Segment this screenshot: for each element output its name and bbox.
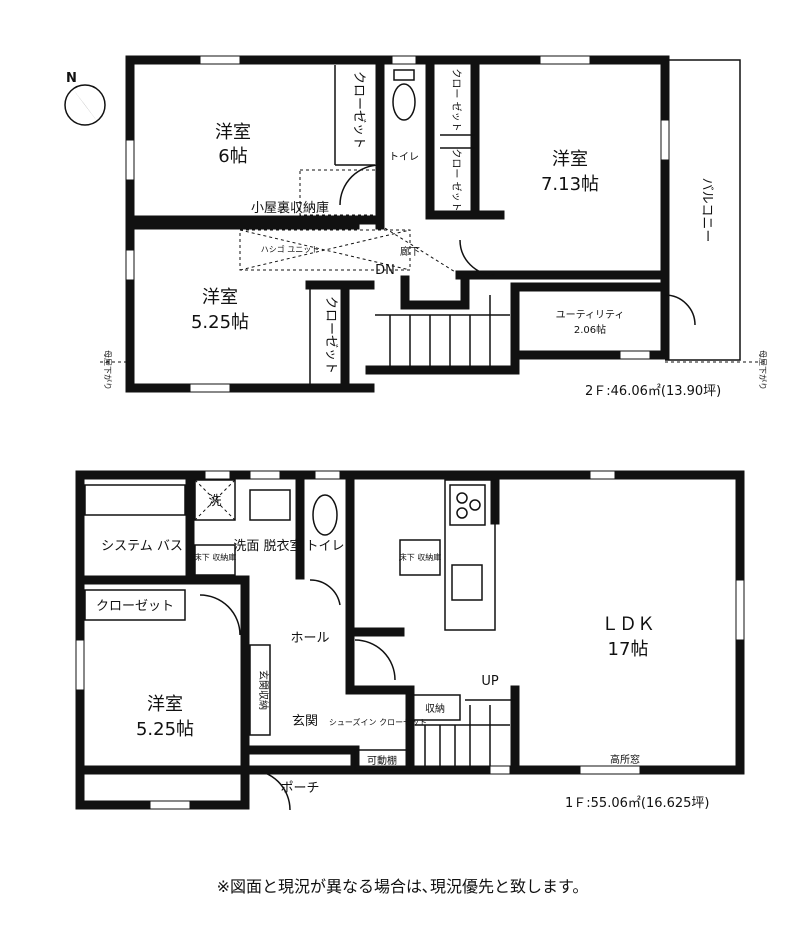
floor2-walls (100, 55, 760, 393)
toilet-label: トイレ (305, 539, 344, 554)
bedroom-name: 洋室 (147, 694, 183, 715)
room6-name: 洋室 (215, 122, 251, 143)
closet-a-label: クロー ゼット (450, 68, 462, 131)
ladder-label: ハシゴ ユニット (261, 244, 320, 254)
floor2-labels: 洋室 6帖 洋室 7.13帖 洋室 5.25帖 クローゼット クローゼット クロ… (103, 68, 768, 390)
closet-label: クローゼット (351, 71, 366, 149)
hall-label: ホール (290, 631, 329, 646)
bedroom-size: 5.25帖 (136, 719, 194, 740)
up-label: UP (481, 674, 499, 689)
entrance-storage-label: 玄関収納 (257, 670, 270, 710)
room525-name: 洋室 (202, 287, 238, 308)
underfloor-label-2: 床下 収納庫 (399, 552, 442, 562)
compass-label: N (66, 71, 77, 86)
floor1-area: 1Ｆ:55.06㎡(16.625坪) (565, 796, 710, 811)
down-label: DN (375, 263, 395, 278)
closet-label: クローゼット (96, 599, 174, 614)
closet-label-2: クローゼット (323, 296, 338, 374)
hallway-label: 廊下 (400, 245, 420, 258)
balcony-label: バルコニー (699, 178, 714, 243)
ldk-size: 17帖 (608, 639, 649, 660)
floor2-area: 2Ｆ:46.06㎡(13.90坪) (585, 384, 722, 399)
toilet-label: トイレ (389, 152, 419, 163)
floor1-labels: システム バス 洗 床下 収納庫 洗面 脱衣室 トイレ 床下 収納庫 ＬＤＫ 1… (96, 494, 655, 796)
underfloor-label-1: 床下 収納庫 (194, 552, 237, 562)
washroom-label: 洗面 脱衣室 (233, 538, 302, 554)
roof-left-label: 母屋下がり (103, 350, 113, 390)
room713-name: 洋室 (552, 149, 588, 170)
utility-size: 2.06帖 (574, 323, 606, 336)
floor1-walls (75, 470, 745, 811)
room525-size: 5.25帖 (191, 312, 249, 333)
washer-label: 洗 (208, 494, 221, 509)
closet-b-label: クロー ゼット (450, 148, 462, 211)
attic-label: 小屋裏収納庫 (251, 201, 329, 216)
bath-label: システム バス (101, 539, 183, 554)
room713-size: 7.13帖 (541, 174, 599, 195)
utility-label: ユーティリティ (556, 310, 625, 321)
porch-label: ポーチ (280, 781, 319, 796)
shoes-in-label: シューズイン クローゼット (329, 717, 427, 727)
storage-label: 収納 (425, 702, 445, 715)
shelf-label: 可動棚 (367, 754, 397, 767)
disclaimer-note: ※図面と現況が異なる場合は､現況優先と致します。 (216, 877, 589, 896)
compass-icon: N (64, 71, 106, 126)
high-window-label: 高所窓 (610, 753, 640, 766)
room6-size: 6帖 (218, 146, 247, 167)
roof-right-label: 母屋下がり (758, 350, 768, 390)
ldk-label: ＬＤＫ (601, 614, 655, 635)
entrance-label: 玄関 (292, 714, 318, 729)
